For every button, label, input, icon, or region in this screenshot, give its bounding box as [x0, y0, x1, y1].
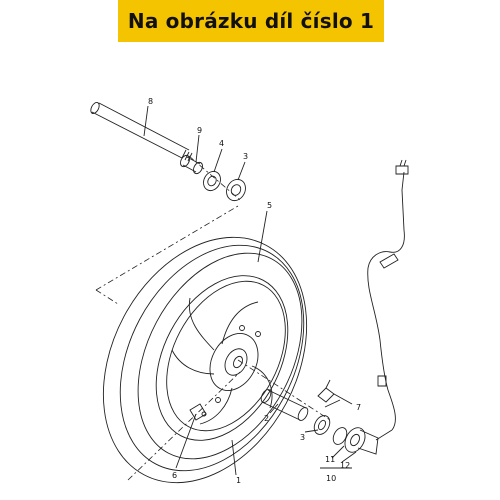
collar-part: [180, 154, 203, 175]
callout-4: 4: [219, 139, 224, 148]
callout-12: 12: [340, 461, 350, 470]
tire-part: [102, 236, 308, 484]
oil-seal-part: [203, 170, 221, 192]
speedometer-cable-part: [367, 159, 409, 431]
banner-title: Na obrázku díl číslo 1: [118, 0, 384, 42]
callout-10: 10: [326, 474, 336, 483]
callout-8: 8: [148, 97, 153, 106]
leader-lines: [143, 105, 357, 476]
assembly-lines: [95, 205, 331, 481]
callout-3-top: 3: [243, 152, 248, 161]
axle-part: [90, 102, 241, 201]
callout-7: 7: [356, 403, 361, 412]
callout-2: 2: [264, 414, 269, 423]
bearing-lower-part: [313, 415, 331, 435]
callout-3-lower: 3: [300, 433, 305, 442]
valve-part: [317, 379, 353, 405]
wheel-part: [155, 275, 289, 441]
meter-gear-part: [332, 427, 393, 455]
callout-6: 6: [172, 471, 177, 480]
callout-9: 9: [197, 126, 202, 135]
bearing-top-part: [226, 178, 246, 202]
callout-5: 5: [267, 201, 272, 210]
callout-11: 11: [325, 455, 335, 464]
callout-1: 1: [236, 476, 241, 485]
collar-lower-part: [260, 389, 309, 421]
callout-labels: 8 9 4 3 5 1 2 3 6 7 11 12 10: [148, 97, 361, 485]
